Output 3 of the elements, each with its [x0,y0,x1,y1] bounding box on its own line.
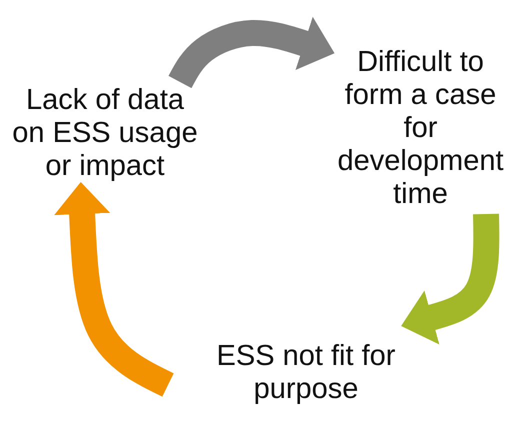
cycle-step-text: Lack of data on ESS usage or impact [11,84,199,183]
cycle-step-text: ESS not fit for purpose [216,340,396,406]
cycle-step-text: Difficult to form a case for development time [336,46,505,211]
